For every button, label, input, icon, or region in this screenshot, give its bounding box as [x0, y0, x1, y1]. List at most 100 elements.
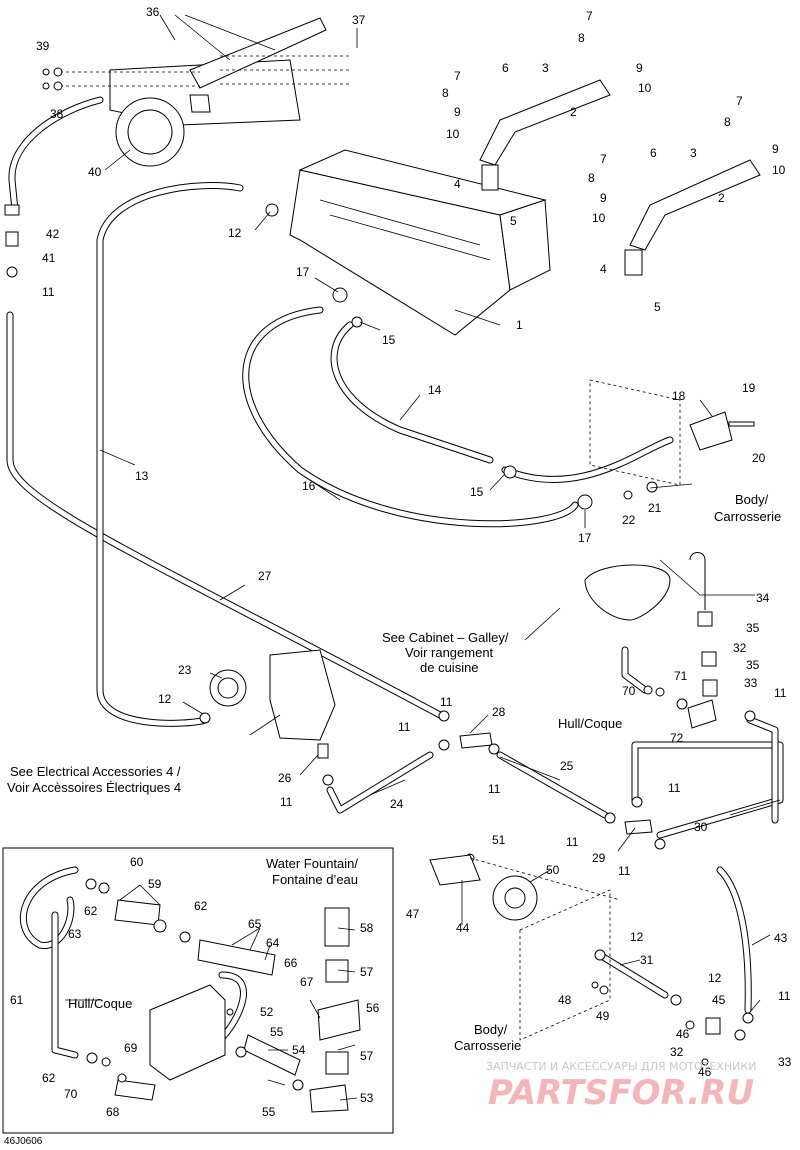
- callout-23: 23: [178, 663, 192, 677]
- callout-67: 67: [300, 975, 314, 989]
- hoses: [6, 96, 784, 1014]
- callout-69: 69: [124, 1041, 138, 1055]
- callout-17b: 17: [578, 531, 592, 545]
- callout-26: 26: [278, 771, 292, 785]
- callout-62a: 62: [84, 904, 98, 918]
- callout-9d: 9: [600, 191, 607, 205]
- callout-52: 52: [260, 1005, 274, 1019]
- callout-49: 49: [596, 1009, 610, 1023]
- callout-62c: 62: [42, 1071, 56, 1085]
- callout-55b: 55: [262, 1105, 276, 1119]
- note-hull-1: Hull/Coque: [558, 716, 622, 731]
- callout-63: 63: [68, 927, 82, 941]
- callout-38: 38: [50, 107, 64, 121]
- callout-50: 50: [546, 863, 560, 877]
- callout-7d: 7: [600, 152, 607, 166]
- callout-65: 65: [248, 917, 262, 931]
- callout-35b: 35: [746, 658, 760, 672]
- callout-8c: 8: [724, 115, 731, 129]
- callout-3b: 3: [690, 146, 697, 160]
- callout-3a: 3: [542, 61, 549, 75]
- callout-22: 22: [622, 513, 636, 527]
- callout-15b: 15: [470, 485, 484, 499]
- callout-labels: 36 37 39 38 40 42 41 11 12 17 15 1 14 13…: [36, 5, 792, 1079]
- callout-11g: 11: [668, 781, 681, 795]
- callout-45: 45: [712, 993, 726, 1007]
- tank-bracket-left: [479, 79, 611, 191]
- callout-9a: 9: [454, 105, 461, 119]
- callout-60: 60: [130, 855, 144, 869]
- callout-46b: 46: [698, 1065, 712, 1079]
- callout-33a: 33: [744, 676, 758, 690]
- callout-10a: 10: [446, 127, 460, 141]
- callout-64: 64: [266, 936, 280, 950]
- callout-61: 61: [10, 993, 24, 1007]
- note-body-2b: Carrosserie: [454, 1038, 521, 1053]
- watermark-brand: PARTSFOR.RU: [488, 1073, 754, 1113]
- callout-11f: 11: [280, 795, 293, 809]
- callout-31: 31: [640, 953, 654, 967]
- callout-10d: 10: [592, 211, 606, 225]
- note-cabinet-1: See Cabinet – Galley/: [382, 630, 509, 645]
- callout-11j: 11: [778, 989, 791, 1003]
- callout-8a: 8: [442, 86, 449, 100]
- callout-57a: 57: [360, 965, 374, 979]
- callout-7a: 7: [454, 69, 461, 83]
- callout-56: 56: [366, 1001, 380, 1015]
- callout-59: 59: [148, 877, 162, 891]
- callout-11h: 11: [566, 835, 579, 849]
- callout-70b: 70: [64, 1087, 78, 1101]
- leader-lines: [65, 14, 781, 1101]
- mounting-panels: [469, 379, 681, 1041]
- note-fountain-1: Water Fountain/: [266, 856, 358, 871]
- callout-27: 27: [258, 569, 272, 583]
- callout-1: 1: [516, 318, 523, 332]
- callout-25: 25: [560, 759, 574, 773]
- callout-41: 41: [42, 251, 56, 265]
- callout-20: 20: [752, 451, 766, 465]
- note-body-2: Body/: [474, 1022, 508, 1037]
- callout-16: 16: [302, 479, 316, 493]
- callout-5b: 5: [654, 300, 661, 314]
- callout-6b: 6: [650, 146, 657, 160]
- callout-44: 44: [456, 921, 470, 935]
- callout-12a: 12: [228, 226, 242, 240]
- callout-30: 30: [694, 820, 708, 834]
- callout-4a: 4: [454, 177, 461, 191]
- callout-28: 28: [492, 705, 506, 719]
- fittings: [4, 203, 756, 1066]
- callout-34: 34: [756, 591, 770, 605]
- callout-4b: 4: [600, 262, 607, 276]
- callout-21: 21: [648, 501, 662, 515]
- callout-43: 43: [774, 931, 788, 945]
- callout-70a: 70: [622, 684, 636, 698]
- callout-24: 24: [390, 797, 404, 811]
- callout-46a: 46: [676, 1027, 690, 1041]
- callout-9b: 9: [636, 61, 643, 75]
- callout-11i: 11: [618, 864, 631, 878]
- callout-15a: 15: [382, 333, 396, 347]
- callout-11c: 11: [440, 695, 453, 709]
- note-fountain-2: Fontaine d’eau: [272, 872, 358, 887]
- callout-10c: 10: [772, 163, 786, 177]
- callout-13: 13: [135, 469, 149, 483]
- note-elec-1: See Electrical Accessories 4 /: [10, 764, 181, 779]
- callout-7b: 7: [586, 9, 593, 23]
- callout-71: 71: [674, 669, 688, 683]
- callout-48: 48: [558, 993, 572, 1007]
- callout-35a: 35: [746, 621, 760, 635]
- callout-36: 36: [146, 5, 160, 19]
- callout-11d: 11: [398, 720, 411, 734]
- callout-66: 66: [284, 956, 298, 970]
- callout-37: 37: [352, 13, 366, 27]
- callout-58: 58: [360, 921, 374, 935]
- note-hull-2: Hull/Coque: [68, 996, 132, 1011]
- water-tank: [289, 149, 551, 336]
- watermark-tagline: ЗАПЧАСТИ И АКСЕССУАРЫ ДЛЯ МОТОТЕХНИКИ: [486, 1060, 756, 1073]
- callout-68: 68: [106, 1105, 120, 1119]
- callout-9c: 9: [772, 142, 779, 156]
- callout-54: 54: [292, 1043, 306, 1057]
- watermark: ЗАПЧАСТИ И АКСЕССУАРЫ ДЛЯ МОТОТЕХНИКИ PA…: [486, 1060, 756, 1113]
